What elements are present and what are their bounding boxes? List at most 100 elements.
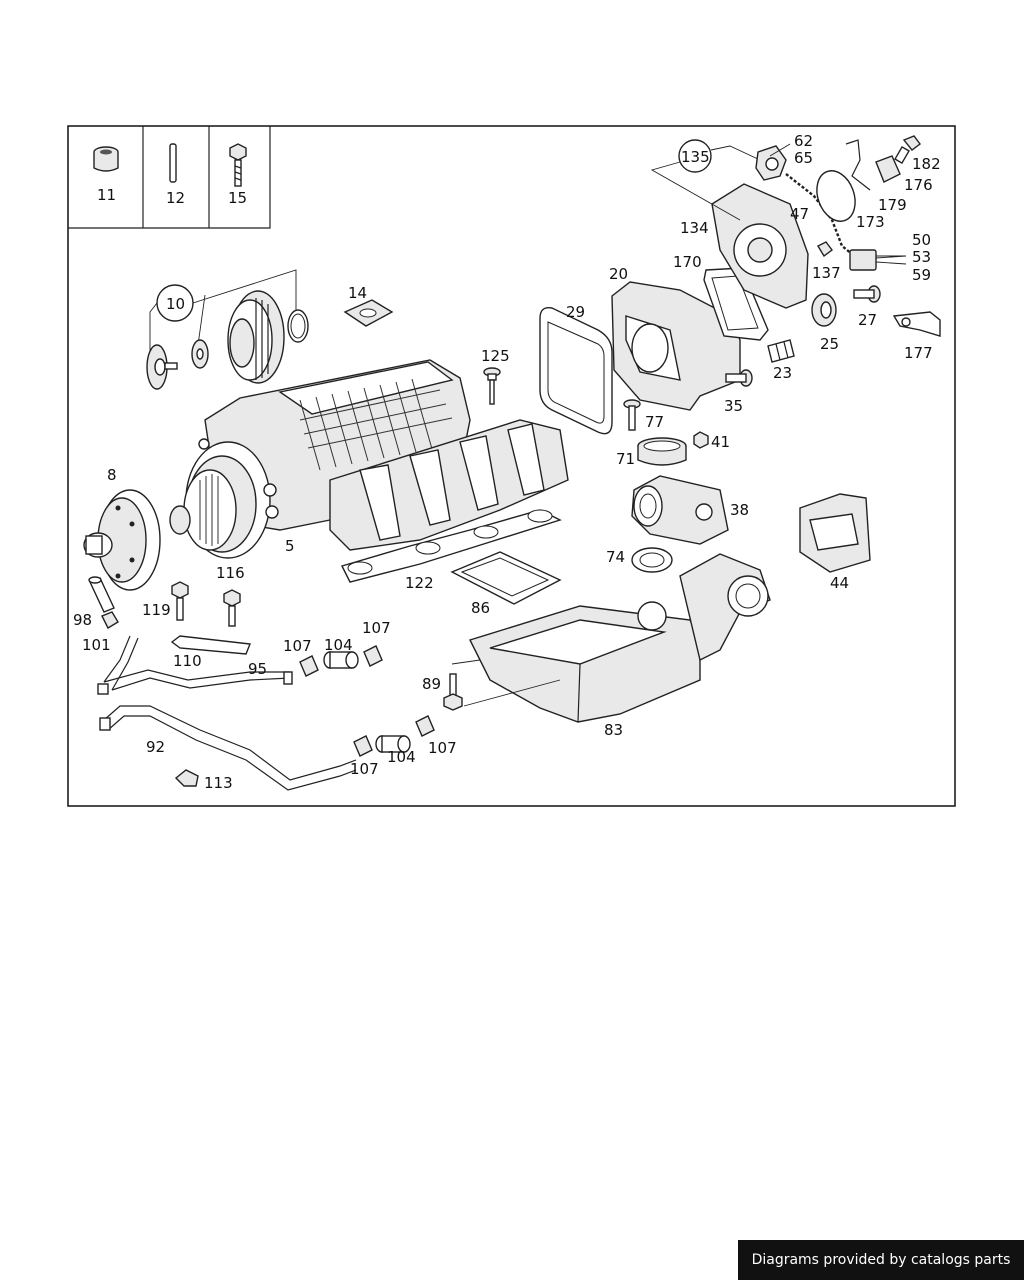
part-122-gasket <box>340 509 562 583</box>
label-125: 125 <box>481 347 510 365</box>
label-137: 137 <box>812 264 841 282</box>
label-107-upper-right: 107 <box>362 619 391 637</box>
diagram-frame <box>67 125 956 807</box>
part-83-intercooler <box>469 553 771 723</box>
label-47: 47 <box>790 205 809 223</box>
label-77: 77 <box>645 413 664 431</box>
label-173: 173 <box>856 213 885 231</box>
part-177-clip <box>892 311 941 337</box>
label-27: 27 <box>858 311 877 329</box>
part-135-leader <box>650 139 761 221</box>
label-62: 62 <box>794 132 813 150</box>
part-104-connector-lower <box>375 735 411 753</box>
label-107-lower-right: 107 <box>428 739 457 757</box>
part-113-clip <box>174 769 199 787</box>
label-107-lower-left: 107 <box>350 760 379 778</box>
part-119-bolts <box>171 581 241 627</box>
label-89: 89 <box>422 675 441 693</box>
part-77-bolt <box>623 399 641 431</box>
label-12: 12 <box>166 189 185 207</box>
label-5: 5 <box>285 537 295 555</box>
label-98: 98 <box>73 611 92 629</box>
label-135: 135 <box>681 148 710 166</box>
part-74-gasket <box>631 547 673 573</box>
part-104-connector-upper <box>323 651 359 669</box>
small-parts-box <box>68 126 271 229</box>
part-15-bolt <box>229 143 247 187</box>
part-12-pin <box>169 143 177 183</box>
part-35-bolt <box>725 369 753 387</box>
part-98-sleeve <box>88 576 115 613</box>
part-107-clamp-upper-left <box>299 655 319 677</box>
part-107-clamp-upper-right <box>363 645 383 667</box>
label-23: 23 <box>773 364 792 382</box>
label-182: 182 <box>912 155 941 173</box>
label-83: 83 <box>604 721 623 739</box>
label-53: 53 <box>912 248 931 266</box>
diagram-credit-banner: Diagrams provided by catalogs parts <box>738 1240 1024 1280</box>
part-8-pulley <box>83 489 161 591</box>
label-177: 177 <box>904 344 933 362</box>
label-41: 41 <box>711 433 730 451</box>
label-50: 50 <box>912 231 931 249</box>
label-8: 8 <box>107 466 117 484</box>
part-71-seal <box>637 437 687 466</box>
label-71: 71 <box>616 450 635 468</box>
part-176-clip <box>875 155 901 183</box>
label-11: 11 <box>97 186 116 204</box>
part-11-bushing <box>93 146 119 172</box>
label-116: 116 <box>216 564 245 582</box>
part-20-housing <box>611 281 741 411</box>
label-25: 25 <box>820 335 839 353</box>
part-101-clip <box>101 611 119 629</box>
label-74: 74 <box>606 548 625 566</box>
label-107-upper-left: 107 <box>283 637 312 655</box>
part-107-clamp-lower-right <box>415 715 435 737</box>
part-number-labels: 11 12 15 10 14 125 29 20 170 135 62 65 4… <box>73 132 941 792</box>
intake-manifold <box>329 419 569 551</box>
part-27-bolt <box>853 285 881 303</box>
part-182-bolt <box>894 135 921 165</box>
label-104-upper: 104 <box>324 636 353 654</box>
part-134-cover <box>711 183 809 309</box>
label-95: 95 <box>248 660 267 678</box>
label-119: 119 <box>142 601 171 619</box>
label-134: 134 <box>680 219 709 237</box>
part-125-bolt <box>483 367 501 405</box>
part-41-nut <box>693 431 709 449</box>
label-92: 92 <box>146 738 165 756</box>
label-179: 179 <box>878 196 907 214</box>
leader-lines <box>451 143 907 707</box>
part-179-bracket <box>845 139 871 191</box>
part-173-oring <box>816 170 856 222</box>
part-86-gasket <box>450 551 562 605</box>
label-104-lower: 104 <box>387 748 416 766</box>
label-59: 59 <box>912 266 931 284</box>
part-89-bolt <box>443 673 463 711</box>
label-113: 113 <box>204 774 233 792</box>
part-25-bearing <box>811 293 837 327</box>
label-14: 14 <box>348 284 367 302</box>
part-14-gasket <box>343 299 394 327</box>
label-110: 110 <box>173 652 202 670</box>
label-10: 10 <box>166 295 185 313</box>
part-107-clamp-lower-left <box>353 735 373 757</box>
label-122: 122 <box>405 574 434 592</box>
label-65: 65 <box>794 149 813 167</box>
part-47-harness <box>785 173 853 255</box>
part-92-hose <box>99 705 357 791</box>
part-23-spring <box>767 339 795 363</box>
part-95-hose <box>97 635 293 695</box>
part-10-pulley-group <box>146 269 309 390</box>
part-38-throttle-body <box>631 475 729 545</box>
label-15: 15 <box>228 189 247 207</box>
label-38: 38 <box>730 501 749 519</box>
label-176: 176 <box>904 176 933 194</box>
part-29-gasket <box>539 307 613 435</box>
label-101: 101 <box>82 636 111 654</box>
label-170: 170 <box>673 253 702 271</box>
part-50-53-59-connector <box>849 249 906 271</box>
label-44: 44 <box>830 574 849 592</box>
label-20: 20 <box>609 265 628 283</box>
